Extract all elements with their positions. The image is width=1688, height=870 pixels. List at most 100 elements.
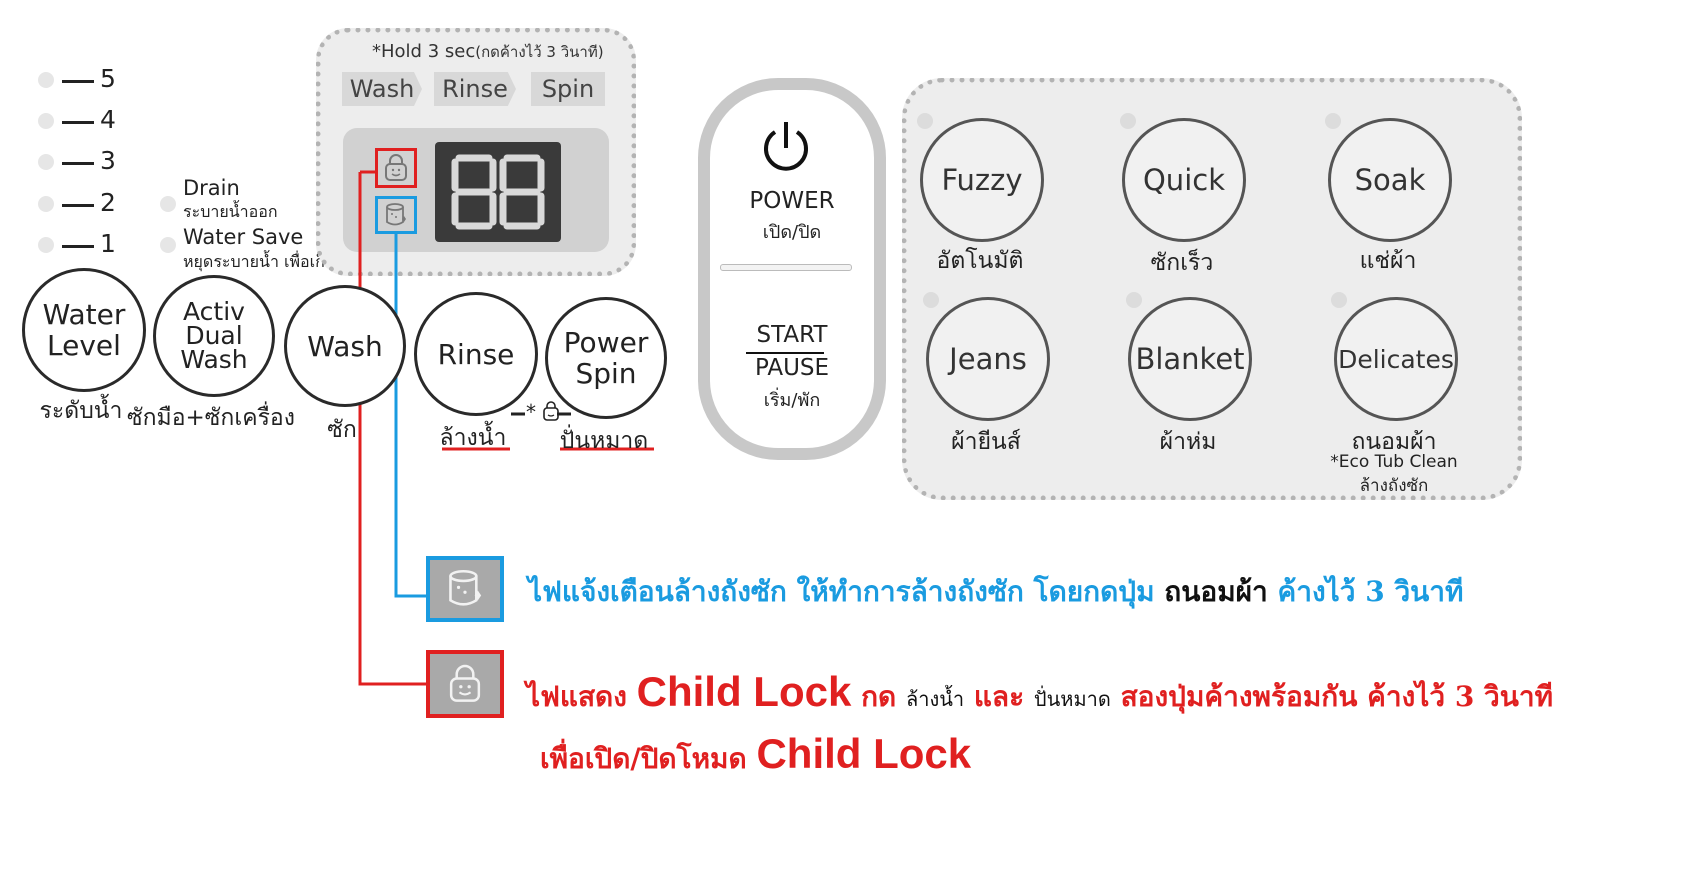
rinse-button[interactable]: Rinse [414, 292, 538, 416]
program-fuzzy-button[interactable]: Fuzzy [920, 118, 1044, 242]
child-lock-callout-part: Child Lock [756, 730, 972, 777]
water-level-button[interactable]: Water Level [22, 268, 146, 392]
child-lock-callout-text: ไฟแสดง Child Lock กด ล้างน้ำ และ ปั่นหมา… [526, 668, 1553, 719]
activ-dual-wash-button[interactable]: Activ Dual Wash [153, 275, 275, 397]
program-fuzzy-thai: อัตโนมัติ [936, 248, 1024, 274]
water-save-label: Water Save [183, 225, 304, 249]
level-line [62, 162, 94, 165]
program-jeans-button[interactable]: Jeans [926, 297, 1050, 421]
program-quick-label: Quick [1142, 162, 1225, 197]
level-label: 4 [100, 105, 116, 134]
program-soak-button[interactable]: Soak [1328, 118, 1452, 242]
tub-clean-callout-part: ไฟแจ้งเตือนล้างถังซัก ให้ทำการล้างถังซัก… [528, 575, 1165, 608]
program-soak-label: Soak [1354, 162, 1426, 197]
fuzzy-led [917, 113, 933, 129]
wash-button-label: Wash [307, 329, 383, 363]
tab-rinse: Rinse [434, 72, 516, 106]
power-thai: เปิด/ปิด [762, 222, 822, 243]
program-jeans-thai: ผ้ายีนส์ [951, 429, 1021, 455]
rinse-thai: ล้างน้ำ [439, 425, 507, 451]
wash-thai: ซัก [327, 417, 357, 443]
soak-led [1325, 113, 1341, 129]
program-blanket-button[interactable]: Blanket [1128, 297, 1252, 421]
child-lock-callout-part: ล้างน้ำ [905, 687, 965, 711]
child-lock-hint: * [526, 400, 560, 424]
program-blanket-thai: ผ้าห่ม [1159, 429, 1217, 455]
water-save-led [160, 237, 176, 253]
quick-led [1120, 113, 1136, 129]
level-label: 3 [100, 146, 116, 175]
level-label: 2 [100, 188, 116, 217]
power-label[interactable]: POWER [749, 188, 835, 214]
tab-wash: Wash [342, 72, 422, 106]
activ-dual-wash-label: Activ Dual Wash [180, 297, 248, 374]
level-line [62, 245, 94, 248]
tab-spin: Spin [531, 72, 605, 106]
level-label: 5 [100, 64, 116, 93]
lock-face-icon [543, 401, 560, 421]
child-lock-asterisk: * [526, 400, 536, 424]
child-lock-indicator [375, 148, 417, 188]
tub-clean-callout-part: ถนอมผ้า [1164, 575, 1268, 608]
power-spin-button-label: Power Spin [563, 326, 649, 390]
child-lock-callout-part: เพื่อเปิด/ปิดโหมด [540, 742, 757, 775]
start-label[interactable]: START [756, 322, 828, 348]
level-line [62, 121, 94, 124]
tub-clean-callout-text: ไฟแจ้งเตือนล้างถังซัก ให้ทำการล้างถังซัก… [528, 570, 1463, 614]
capsule-divider [720, 264, 852, 271]
child-lock-callout-part: Child Lock [636, 668, 852, 715]
level-5-led [38, 72, 54, 88]
program-delicates-thai: ถนอมผ้า [1351, 429, 1437, 455]
tub-clean-connector [394, 232, 426, 598]
hold-note: *Hold 3 sec(กดค้างไว้ 3 วินาที) [372, 40, 604, 64]
tub-clean-icon [386, 203, 406, 226]
program-fuzzy-label: Fuzzy [941, 162, 1023, 197]
tub-clean-callout-part: ค้างไว้ 3 วินาที [1267, 575, 1464, 608]
rinse-button-label: Rinse [437, 337, 515, 371]
blanket-led [1126, 292, 1142, 308]
tub-clean-icon [449, 569, 482, 606]
power-spin-thai: ปั่นหมาด [559, 428, 649, 454]
program-delicates-button[interactable]: Delicates [1334, 297, 1458, 421]
drain-led [160, 196, 176, 212]
program-soak-thai: แช่ผ้า [1359, 248, 1417, 274]
level-line [62, 204, 94, 207]
water-save-label-thai: หยุดระบายน้ำ เพื่อเก็บ [183, 252, 335, 271]
activ-dual-wash-thai: ซักมือ+ซักเครื่อง [127, 405, 295, 431]
child-lock-callout-part: สองปุ่มค้างพร้อมกัน ค้างไว้ 3 วินาที [1110, 680, 1554, 713]
tub-clean-callout-icon [426, 556, 504, 622]
program-blanket-label: Blanket [1135, 341, 1245, 376]
level-2-led [38, 196, 54, 212]
child-lock-callout-part: และ [964, 680, 1034, 713]
delicates-led [1331, 292, 1347, 308]
program-quick-button[interactable]: Quick [1122, 118, 1246, 242]
power-icon[interactable] [758, 118, 814, 176]
hold-note-en: *Hold 3 sec [372, 41, 476, 62]
child-lock-callout-part: ปั่นหมาด [1033, 687, 1111, 711]
start-pause-thai: เริ่ม/พัก [763, 390, 821, 411]
level-line [62, 80, 94, 83]
level-1-led [38, 237, 54, 253]
start-pause-divider [746, 352, 824, 354]
hold-note-th: (กดค้างไว้ 3 วินาที) [475, 43, 604, 61]
drain-label-thai: ระบายน้ำออก [183, 202, 278, 221]
jeans-led [923, 292, 939, 308]
segment-display [435, 142, 561, 242]
pause-label[interactable]: PAUSE [754, 355, 830, 381]
segment-digits [451, 154, 545, 230]
lock-face-icon [449, 664, 481, 702]
program-quick-thai: ซักเร็ว [1150, 250, 1214, 276]
child-lock-callout-icon [426, 650, 504, 718]
child-lock-callout-part: กด [851, 680, 906, 713]
wash-button[interactable]: Wash [284, 285, 406, 407]
drain-label: Drain [183, 176, 240, 200]
child-lock-callout-part: ไฟแสดง [526, 680, 637, 713]
program-jeans-label: Jeans [949, 341, 1027, 376]
water-level-thai: ระดับน้ำ [39, 398, 123, 424]
power-spin-button[interactable]: Power Spin [545, 297, 667, 419]
level-3-led [38, 154, 54, 170]
level-4-led [38, 113, 54, 129]
eco-tub-clean-note: *Eco Tub Clean [1330, 452, 1458, 472]
eco-tub-clean-thai: ล้างถังซัก [1359, 476, 1429, 496]
level-label: 1 [100, 229, 116, 258]
